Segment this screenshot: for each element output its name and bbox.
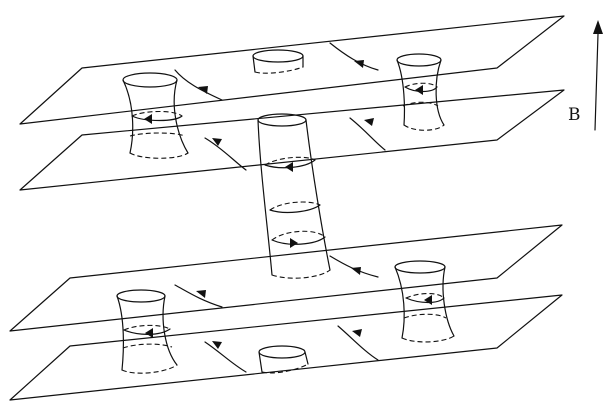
bottom-tube-right	[394, 260, 455, 343]
top-tube-left	[122, 72, 189, 159]
arrowheads	[144, 60, 432, 349]
field-lines	[174, 42, 386, 373]
plane-top-upper	[19, 15, 565, 125]
bottom-tube-center-stub	[258, 345, 309, 374]
plane-bottom-upper	[9, 224, 563, 332]
plane-bottom-lower	[9, 294, 563, 401]
top-tube-right	[396, 53, 445, 131]
bottom-tube-left	[116, 289, 178, 374]
top-tube-center-stub	[252, 49, 304, 74]
plane-top-lower	[19, 89, 565, 191]
field-indicator: B	[568, 20, 603, 131]
field-label: B	[568, 105, 581, 125]
